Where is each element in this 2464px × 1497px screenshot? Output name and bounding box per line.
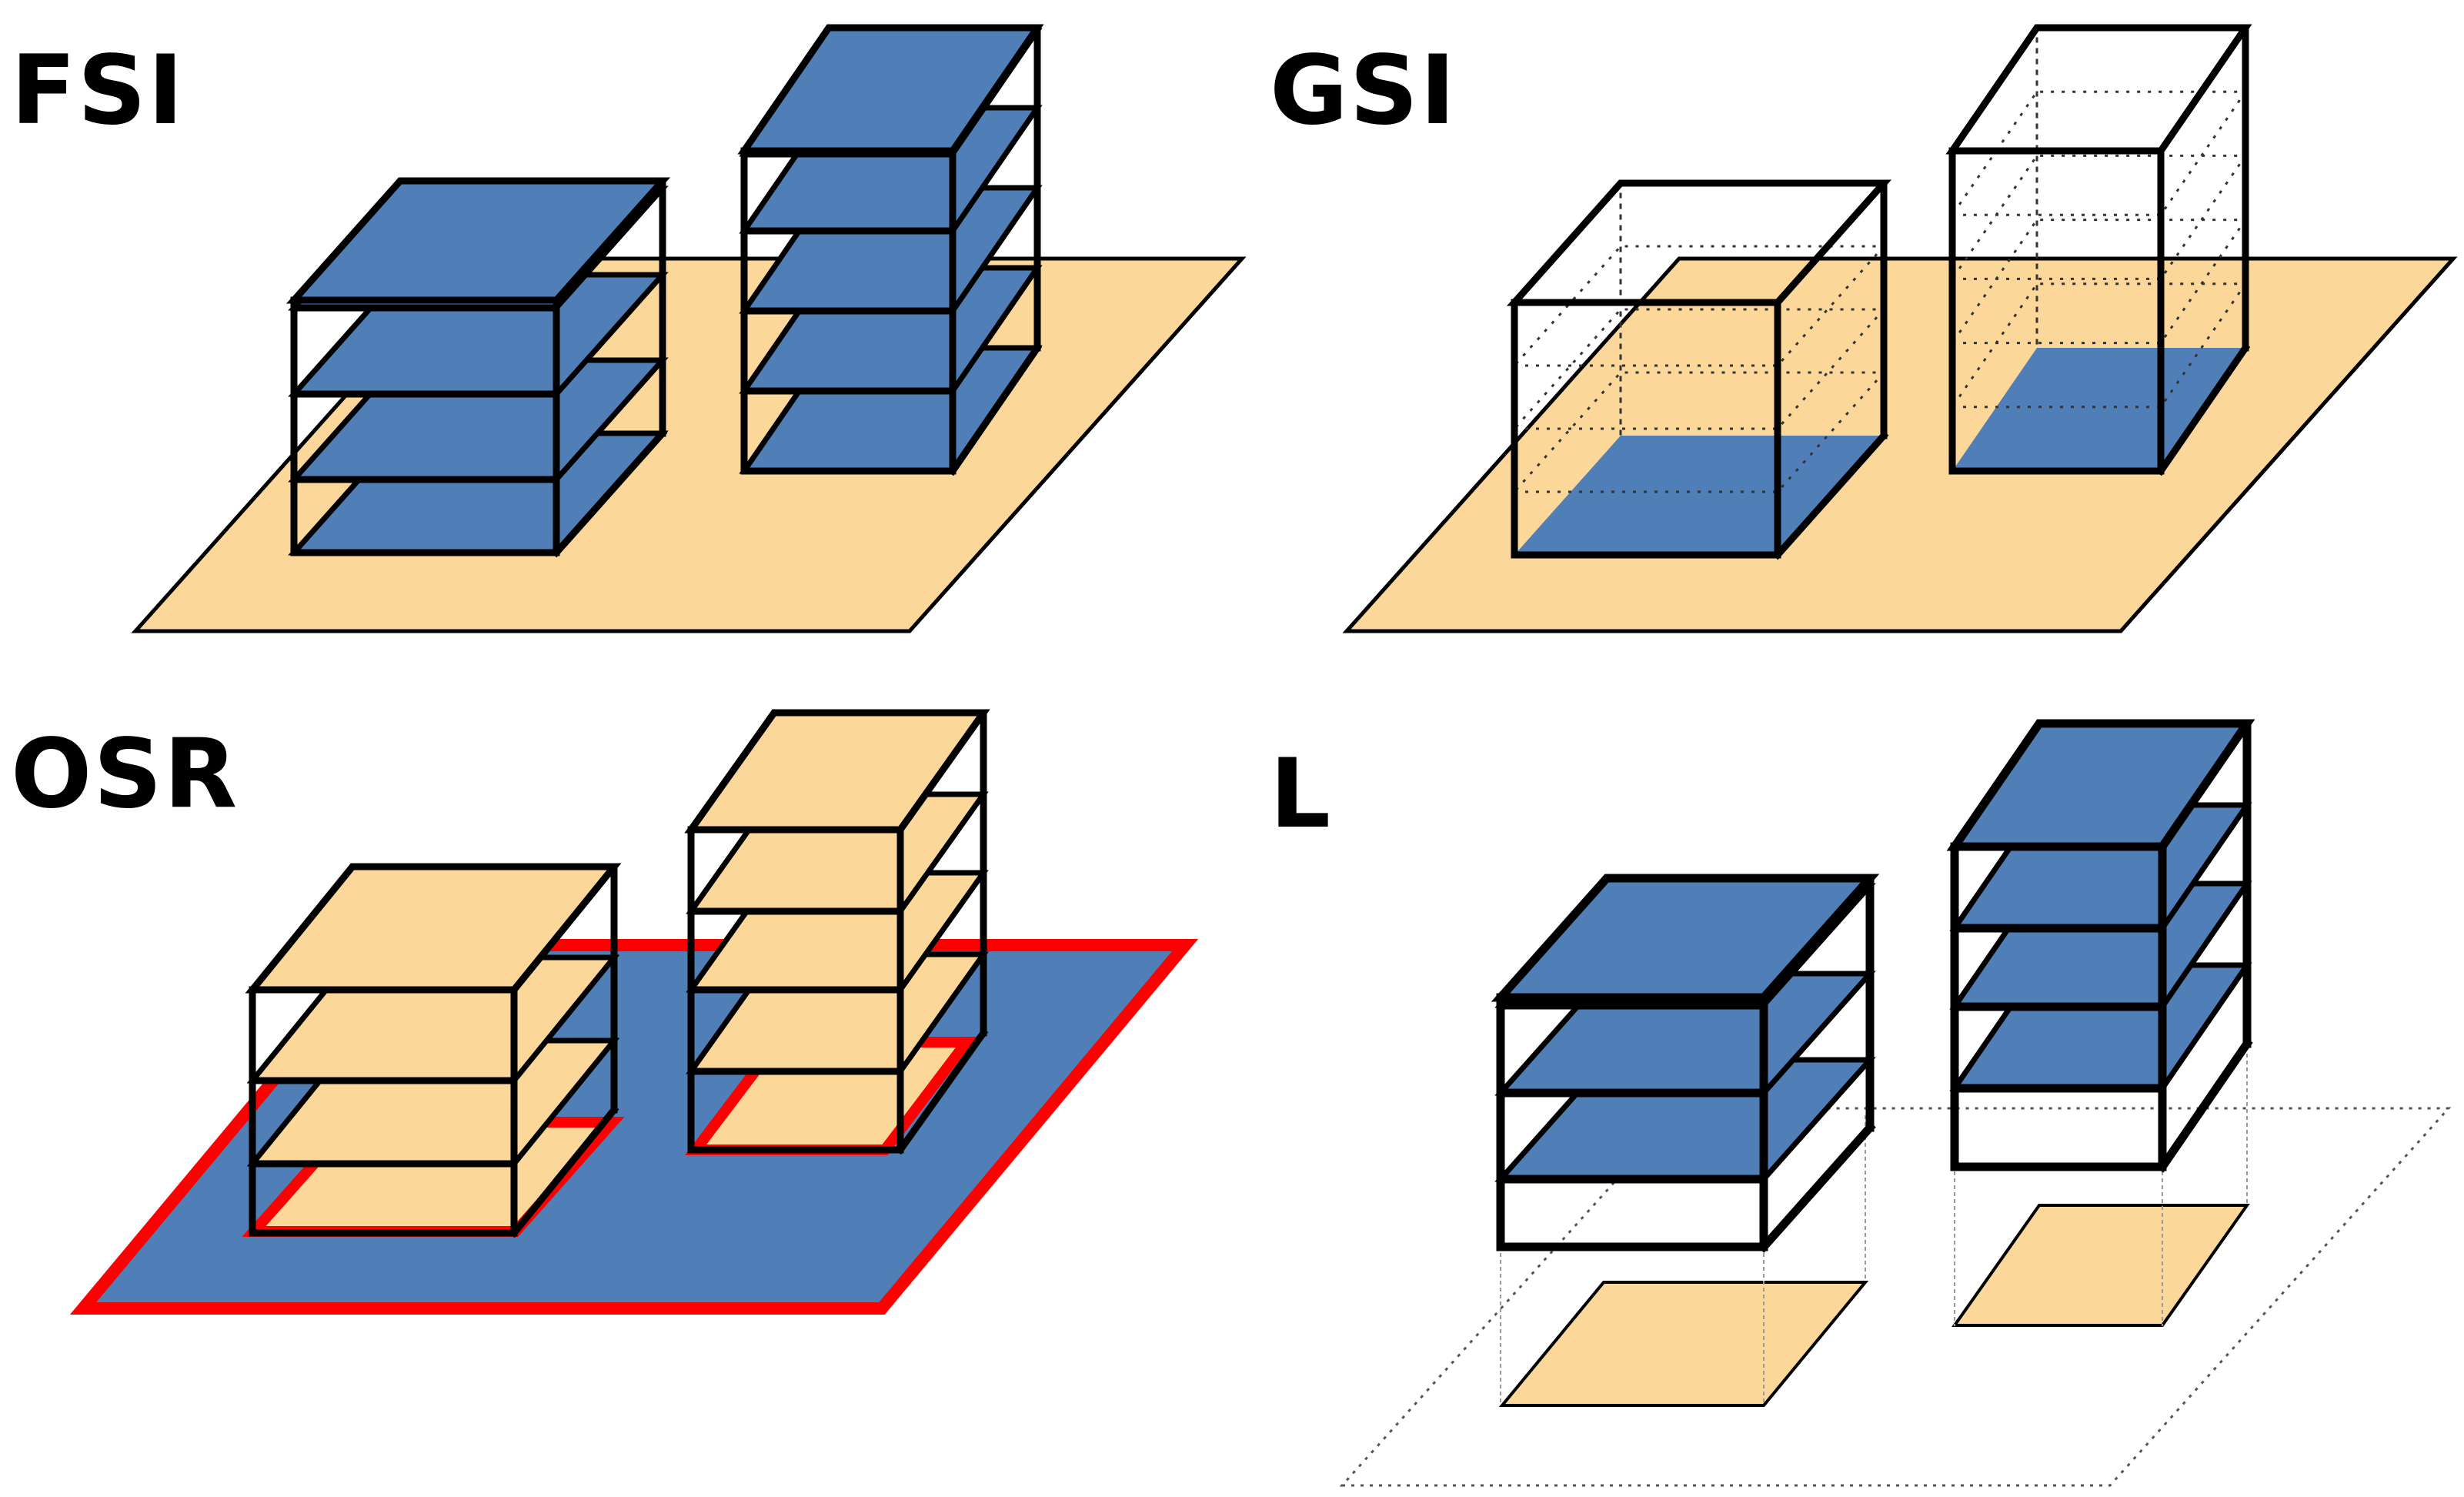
building-footprint bbox=[1514, 436, 1884, 555]
building-high bbox=[1946, 719, 2255, 1173]
building-roof bbox=[1946, 719, 2255, 851]
osr-panel-title: OSR bbox=[11, 719, 239, 830]
osr-panel bbox=[69, 709, 1199, 1315]
building-high bbox=[684, 709, 990, 1155]
building-footprint bbox=[1952, 348, 2245, 471]
building-edge bbox=[1758, 1121, 1876, 1253]
building-edge bbox=[947, 343, 1043, 476]
building-low bbox=[1491, 874, 1880, 1253]
building-roof bbox=[1945, 24, 2252, 155]
building-low bbox=[245, 863, 622, 1238]
fsi-panel-title: FSI bbox=[11, 35, 185, 146]
plot-outline bbox=[1339, 1107, 2452, 1487]
building-edge bbox=[2155, 343, 2251, 476]
building-roof bbox=[245, 863, 622, 994]
building-footprint bbox=[1498, 1281, 1869, 1407]
building-roof bbox=[285, 177, 671, 304]
l-panel-title: L bbox=[1270, 739, 1333, 850]
gsi-panel-title: GSI bbox=[1270, 35, 1457, 146]
building-low bbox=[1506, 179, 1892, 560]
building-edge bbox=[1772, 430, 1889, 560]
building-edge bbox=[895, 1028, 989, 1155]
building-edge bbox=[2156, 1038, 2253, 1173]
building-high bbox=[1945, 24, 2252, 476]
building-footprint bbox=[1952, 1204, 2250, 1327]
ground-plot bbox=[131, 256, 1247, 633]
fsi-panel bbox=[131, 24, 1247, 633]
building-edge bbox=[551, 428, 668, 558]
building-high bbox=[737, 24, 1044, 476]
building-roof bbox=[684, 709, 990, 834]
l-panel bbox=[1339, 719, 2452, 1487]
building-edge bbox=[509, 1104, 619, 1238]
building-low bbox=[285, 177, 671, 558]
open-space-plot bbox=[69, 939, 1199, 1315]
gsi-panel bbox=[1342, 24, 2458, 633]
building-roof bbox=[1491, 874, 1880, 1002]
